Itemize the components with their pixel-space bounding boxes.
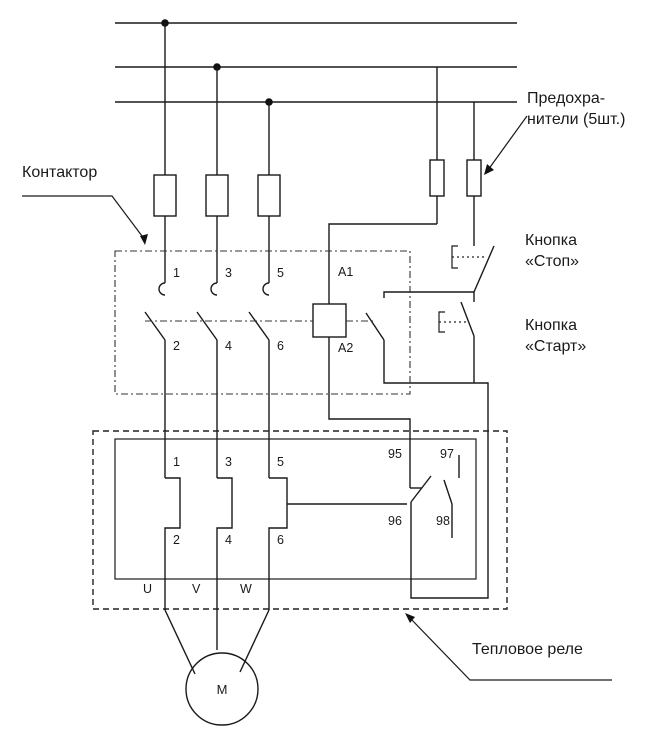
- fuse-control-2: [466, 159, 482, 197]
- start-button-label-line2: «Старт»: [525, 338, 586, 355]
- motor-label: M: [217, 682, 228, 697]
- fuse-phase-1: [153, 174, 177, 217]
- stop-button-symbol: [451, 245, 485, 269]
- relay-pin-6: 6: [277, 533, 284, 547]
- phase-label-u: U: [143, 582, 152, 596]
- leader-lines: [22, 115, 612, 681]
- fuses-label-line1: Предохра-: [527, 90, 605, 107]
- contactor-enclosure: [114, 250, 411, 395]
- relay-pin-3: 3: [225, 455, 232, 469]
- start-button-label-line1: Кнопка: [525, 317, 577, 334]
- thermal-relay-body: [114, 438, 477, 580]
- relay-pin-4: 4: [225, 533, 232, 547]
- relay-pin-1: 1: [173, 455, 180, 469]
- power-buses: [115, 22, 517, 103]
- fuse-control-1: [429, 159, 445, 197]
- relay-pin-5: 5: [277, 455, 284, 469]
- contactor-pin-1: 1: [173, 266, 180, 280]
- contactor-pin-5: 5: [277, 266, 284, 280]
- contactor-pin-2: 2: [173, 339, 180, 353]
- fuse-phase-3: [257, 174, 281, 217]
- phase-label-w: W: [240, 582, 252, 596]
- thermal-relay-label: Тепловое реле: [472, 641, 583, 658]
- phase-wires: [164, 23, 270, 478]
- thermal-relay-enclosure: [92, 430, 508, 610]
- relay-contact-98: 98: [436, 514, 450, 528]
- stop-button-label-line2: «Стоп»: [525, 253, 579, 270]
- contactor-pin-6: 6: [277, 339, 284, 353]
- relay-contact-97: 97: [440, 447, 454, 461]
- contactor-main-contacts: [144, 282, 270, 341]
- contactor-pin-4: 4: [225, 339, 232, 353]
- relay-contact-96: 96: [388, 514, 402, 528]
- motor-symbol: [185, 652, 259, 726]
- motor-leads: [164, 542, 270, 675]
- start-button-symbol: [438, 311, 468, 333]
- contactor-label: Контактор: [22, 164, 97, 181]
- thermal-heaters: [164, 477, 288, 542]
- relay-contact-95: 95: [388, 447, 402, 461]
- phase-label-v: V: [192, 582, 201, 596]
- coil-pin-a1: A1: [338, 265, 353, 279]
- fuses-label-line2: нители (5шт.): [527, 111, 625, 128]
- stop-button-label-line1: Кнопка: [525, 232, 577, 249]
- coil-pin-a2: A2: [338, 341, 353, 355]
- contactor-coil: [312, 303, 347, 338]
- relay-pin-2: 2: [173, 533, 180, 547]
- fuse-phase-2: [205, 174, 229, 217]
- contactor-pin-3: 3: [225, 266, 232, 280]
- control-wires: [287, 67, 495, 599]
